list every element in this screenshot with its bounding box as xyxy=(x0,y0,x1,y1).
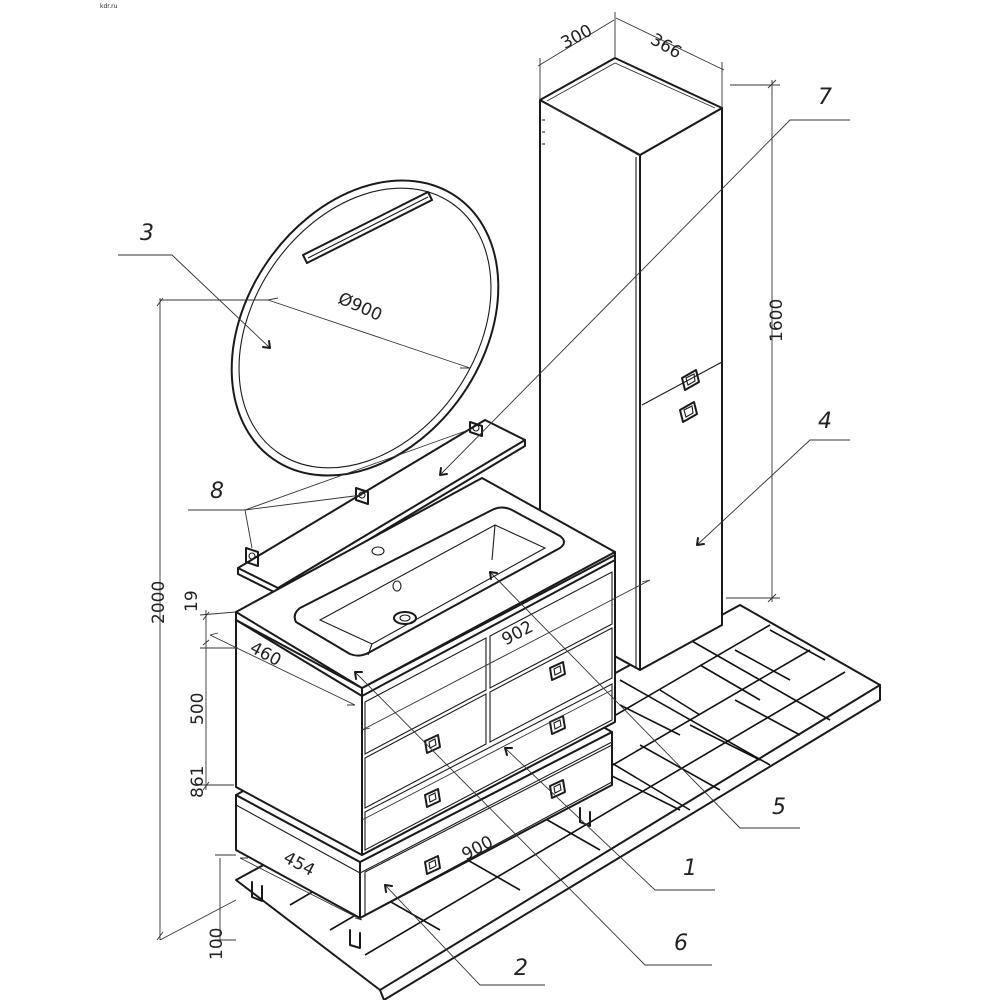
overflow-icon xyxy=(392,580,402,592)
dim-cabinet-height: 500 xyxy=(188,693,208,725)
callout-leaders xyxy=(118,119,850,986)
drain-icon xyxy=(393,611,417,625)
drawer-handle-icon xyxy=(424,788,441,808)
drawer-handle-icon xyxy=(424,734,441,754)
dim-column-width: 366 xyxy=(647,30,685,64)
callout-6: 6 xyxy=(674,931,688,956)
column-dimensions xyxy=(537,12,780,603)
callout-1: 1 xyxy=(683,856,697,881)
callout-3: 3 xyxy=(140,221,154,246)
corner-mark: kdr.ru xyxy=(100,3,118,10)
leg xyxy=(349,929,361,949)
callout-4: 4 xyxy=(818,409,832,434)
callout-2: 2 xyxy=(514,956,528,981)
dim-total-height: 2000 xyxy=(149,581,169,624)
dim-unit-height: 861 xyxy=(188,766,208,798)
shelf-bracket-icon xyxy=(245,547,259,567)
leg xyxy=(251,881,263,902)
callout-5: 5 xyxy=(772,795,786,820)
dim-column-depth: 300 xyxy=(558,21,596,54)
column-handle-lower xyxy=(679,401,698,423)
drawer-fronts xyxy=(364,571,613,916)
column-door-split xyxy=(641,361,723,406)
callout-7: 7 xyxy=(818,85,832,110)
round-mirror xyxy=(230,179,500,477)
column-handle-upper xyxy=(681,369,700,391)
mirror-diameter-dimension xyxy=(267,297,471,369)
drawer-handle-icon xyxy=(549,779,566,799)
vanity-unit xyxy=(235,477,616,949)
callout-8: 8 xyxy=(210,479,224,504)
vanity-dimensions xyxy=(156,297,651,941)
dim-mirror-diameter: Ø900 xyxy=(335,289,385,326)
basin-bowl xyxy=(293,506,565,657)
drawer-handle-icon xyxy=(424,855,441,875)
drawer-handle-icon xyxy=(549,661,566,681)
mirror-light-bar xyxy=(302,191,433,264)
dim-top-thickness: 19 xyxy=(182,590,202,612)
dim-column-height: 1600 xyxy=(767,299,787,342)
tap-hole-icon xyxy=(371,546,385,556)
dim-leg-height: 100 xyxy=(207,928,227,960)
